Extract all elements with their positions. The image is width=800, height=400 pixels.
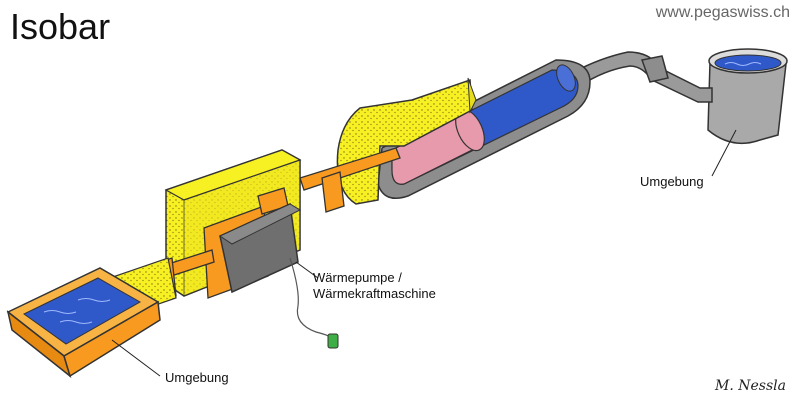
flange-right (321, 171, 345, 213)
exhaust-pipe (573, 51, 713, 103)
label-environment-right: Umgebung (640, 174, 704, 189)
heat-pump-machine (203, 187, 302, 299)
signature: M. Nessla (715, 378, 786, 394)
leader-env-right (711, 129, 737, 177)
label-heat-pump-line2: Wärmekraftmaschine (313, 286, 436, 301)
power-cable (289, 257, 339, 349)
page-title: Isobar (10, 6, 111, 47)
leader-heat-pump (295, 261, 319, 279)
label-heat-pump-line1: Wärmepumpe / (313, 270, 402, 285)
label-environment-left: Umgebung (165, 370, 229, 385)
label-heat-pump: Wärmepumpe / Wärmekraftmaschine (313, 270, 436, 302)
left-environment-tank (6, 267, 161, 379)
right-environment-cup (707, 48, 788, 145)
leader-env-left (111, 339, 161, 377)
piston-cylinder (377, 59, 591, 199)
website-url[interactable]: www.pegaswiss.ch (655, 4, 790, 21)
